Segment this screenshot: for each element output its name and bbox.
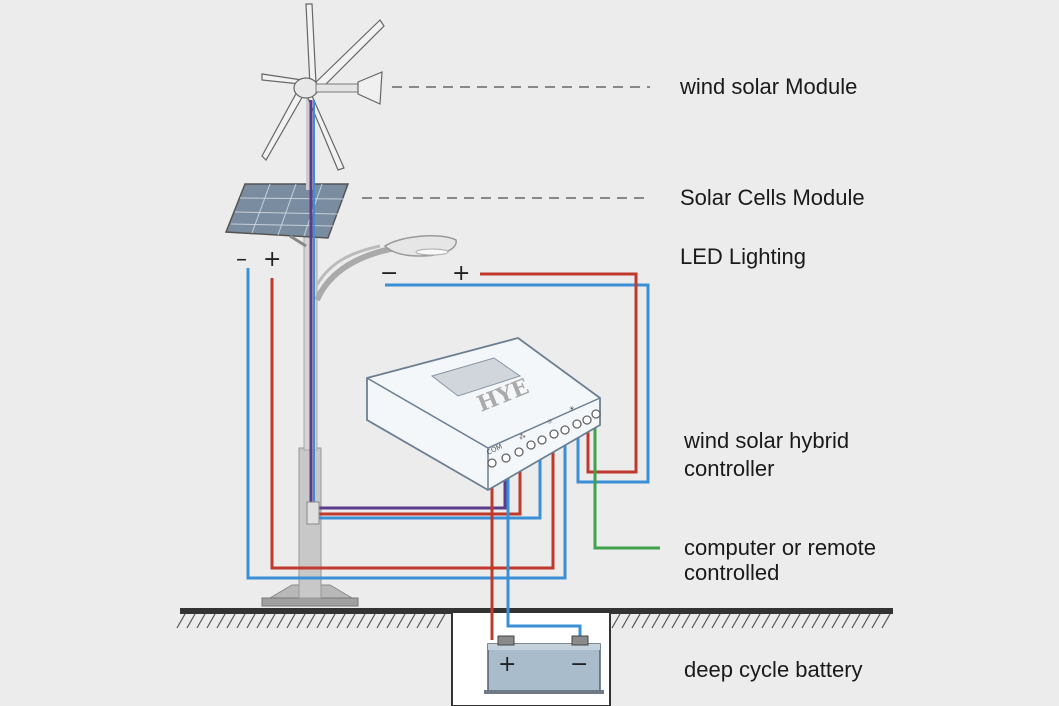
led-lamp-head [383,235,457,257]
solar-negative-wire [246,268,567,580]
port-label-light: ☀ [567,404,576,414]
solar-minus-symbol: – [236,247,247,272]
battery-minus-symbol: − [570,652,588,677]
solar-plus-symbol: + [263,247,281,272]
pole-junction-box [306,501,320,525]
label-battery: deep cycle battery [684,657,863,682]
label-controller-line1: wind solar hybrid [684,428,850,453]
port-label-solar: ☼ [545,417,554,427]
led-positive-wire [480,272,638,474]
label-led-lighting: LED Lighting [680,244,806,269]
label-solar-module: Solar Cells Module [680,185,865,210]
label-remote-line2: controlled [684,560,780,585]
led-minus-symbol: − [380,261,398,286]
hybrid-controller: HYE COM ⁂ ☼ ☀ [366,337,601,492]
label-controller-line2: controller [684,456,775,481]
port-label-wind: ⁂ [517,432,527,442]
solar-panel [224,183,350,248]
battery: + − [484,635,604,694]
battery-plus-symbol: + [498,652,516,677]
led-plus-symbol: + [452,261,470,286]
label-wind-module: wind solar Module [680,74,858,99]
led-negative-wire [385,283,650,484]
remote-signal-wire [593,422,660,550]
wind-turbine [261,3,385,190]
label-remote-line1: computer or remote [684,535,876,560]
leader-lines [362,86,650,199]
battery-negative-wire [506,462,582,640]
controller-terminals [487,409,601,468]
solar-positive-wire [270,278,555,570]
